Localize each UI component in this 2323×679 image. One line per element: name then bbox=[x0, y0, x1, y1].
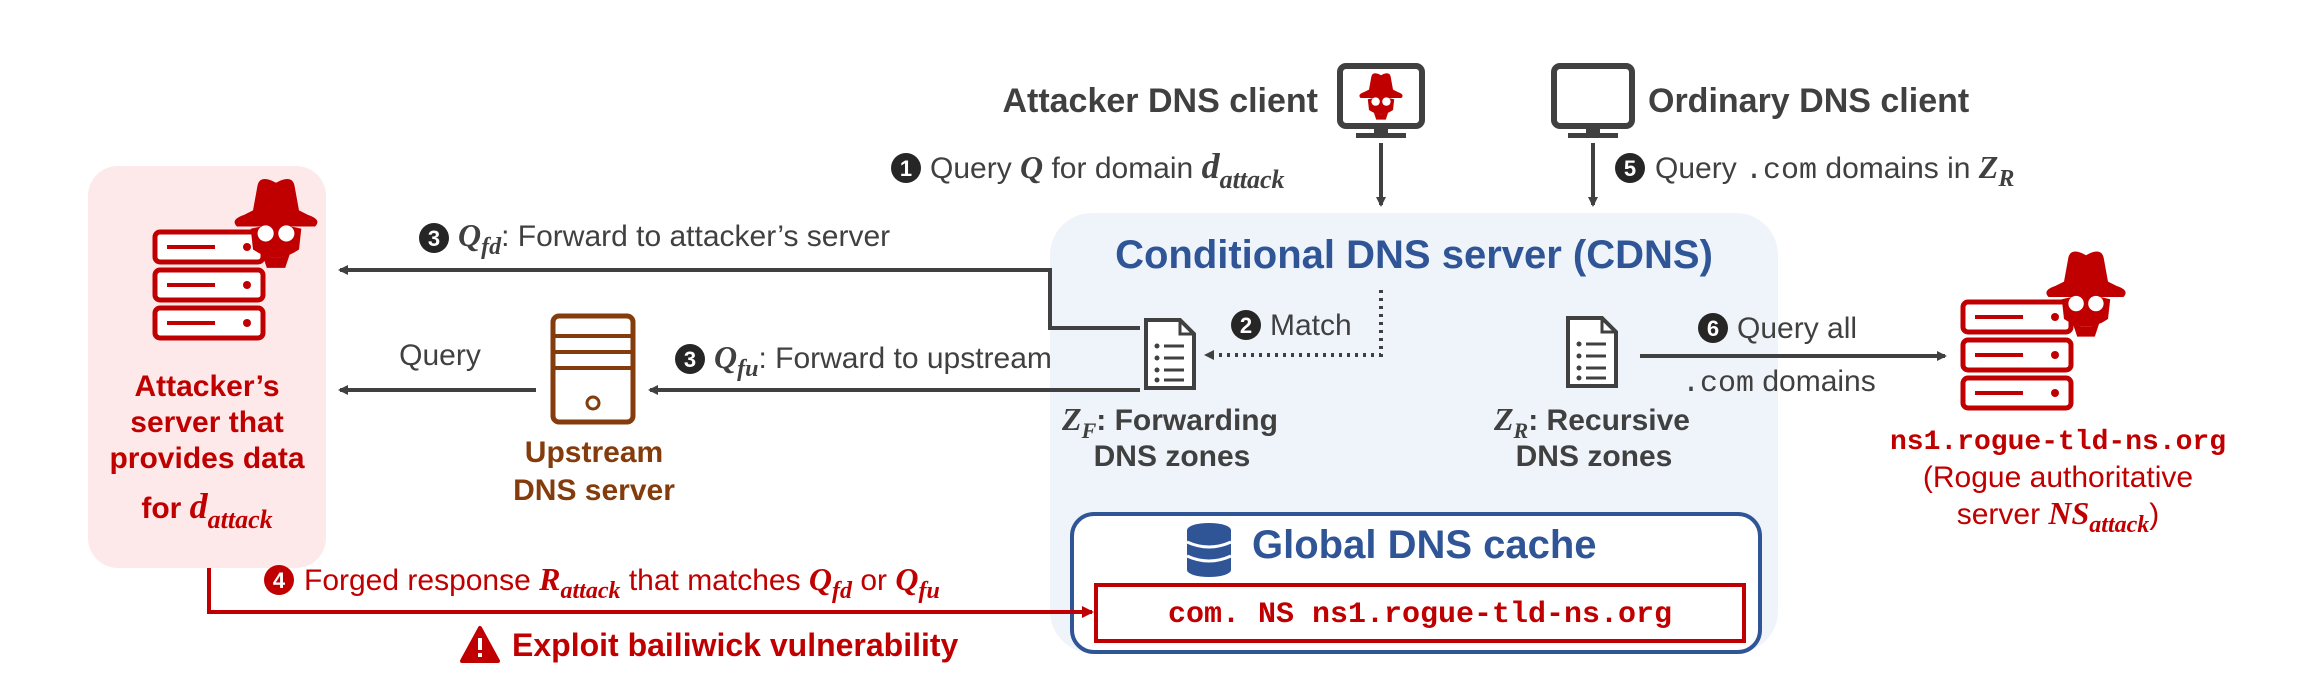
cdns-title: Conditional DNS server (CDNS) bbox=[1115, 233, 1713, 277]
server-tower-icon bbox=[550, 313, 636, 425]
step5-label: 5 Query .com domains in ZR bbox=[1615, 149, 2014, 192]
svg-text:2: 2 bbox=[1240, 313, 1252, 338]
hacker-monitor-icon bbox=[1337, 63, 1425, 138]
step4-badge bbox=[264, 565, 294, 595]
rogue-server-stack-icon bbox=[1963, 302, 2071, 408]
step6-label: 6 Query all .com domains bbox=[1682, 312, 1876, 401]
warning-triangle-icon bbox=[460, 626, 500, 663]
cache-record-box bbox=[1094, 583, 1746, 643]
step6-badge bbox=[1698, 313, 1728, 343]
step1-badge bbox=[891, 153, 921, 183]
svg-text:4: 4 bbox=[273, 568, 286, 593]
svg-text:for dattack: for dattack bbox=[141, 486, 272, 534]
svg-text:Query all: Query all bbox=[1737, 312, 1857, 345]
upstream-query-label: Query bbox=[399, 339, 481, 372]
monitor-icon bbox=[1551, 63, 1635, 138]
step3-fd-badge bbox=[419, 223, 449, 253]
svg-text:Qfu: Forward to upstream: Qfu: Forward to upstream bbox=[714, 339, 1052, 382]
svg-text:provides data: provides data bbox=[109, 442, 304, 475]
upstream-label-2: DNS server bbox=[513, 474, 675, 507]
step5-badge bbox=[1615, 153, 1645, 183]
recursive-zone-label-2: DNS zones bbox=[1516, 440, 1673, 473]
svg-text:.com domains: .com domains bbox=[1682, 365, 1876, 401]
svg-text:server that: server that bbox=[130, 406, 283, 439]
rogue-ns-host: ns1.rogue-tld-ns.org bbox=[1890, 427, 2226, 458]
ordinary-client-label: Ordinary DNS client bbox=[1648, 82, 1969, 120]
rogue-ns-desc-1: (Rogue authoritative bbox=[1923, 461, 2193, 494]
step3-fu-label: 3 Qfu: Forward to upstream bbox=[675, 339, 1052, 382]
svg-text:Attacker’s: Attacker’s bbox=[134, 370, 279, 403]
svg-text:5: 5 bbox=[1624, 156, 1636, 181]
step2-badge bbox=[1231, 310, 1261, 340]
forwarding-zone-label: ZF: Forwarding bbox=[1061, 401, 1278, 443]
attacker-server-stack-icon bbox=[155, 232, 263, 338]
upstream-label-1: Upstream bbox=[525, 436, 663, 469]
rogue-ns-desc-2: server NSattack) bbox=[1957, 495, 2160, 538]
attacker-client-label: Attacker DNS client bbox=[1002, 82, 1318, 120]
arrow-step2-match bbox=[1204, 290, 1383, 360]
arrow-step3-fd bbox=[338, 265, 1140, 330]
svg-text:Query .com domains in ZR: Query .com domains in ZR bbox=[1655, 149, 2014, 192]
forwarding-zone-doc-icon bbox=[1144, 318, 1196, 390]
svg-text:3: 3 bbox=[684, 347, 696, 372]
svg-text:Match: Match bbox=[1270, 309, 1352, 342]
arrow-step4-forged bbox=[207, 568, 1094, 618]
svg-text:3: 3 bbox=[428, 226, 440, 251]
step2-label: 2 Match bbox=[1231, 309, 1352, 342]
svg-text:Qfd: Forward to attacker’s ser: Qfd: Forward to attacker’s server bbox=[458, 217, 890, 260]
svg-text:1: 1 bbox=[900, 156, 912, 181]
step3-fu-badge bbox=[675, 344, 705, 374]
svg-text:Forged response Rattack that m: Forged response Rattack that matches Qfd… bbox=[304, 561, 940, 604]
step3-fd-label: 3 Qfd: Forward to attacker’s server bbox=[419, 217, 890, 260]
cache-record: com. NS ns1.rogue-tld-ns.org bbox=[1168, 598, 1672, 632]
database-icon bbox=[1186, 523, 1232, 577]
step4-label: 4 Forged response Rattack that matches Q… bbox=[264, 561, 940, 604]
exploit-label: Exploit bailiwick vulnerability bbox=[512, 627, 959, 663]
attacker-server-label: Attacker’s server that provides data for… bbox=[109, 370, 304, 534]
recursive-zone-doc-icon bbox=[1566, 316, 1618, 388]
recursive-zone-label: ZR: Recursive bbox=[1493, 401, 1690, 443]
svg-text:Query Q for domain dattack: Query Q for domain dattack bbox=[930, 146, 1285, 194]
svg-text:6: 6 bbox=[1707, 316, 1719, 341]
forwarding-zone-label-2: DNS zones bbox=[1094, 440, 1251, 473]
global-cache-title: Global DNS cache bbox=[1252, 523, 1597, 567]
step1-label: 1 Query Q for domain dattack bbox=[891, 146, 1285, 194]
